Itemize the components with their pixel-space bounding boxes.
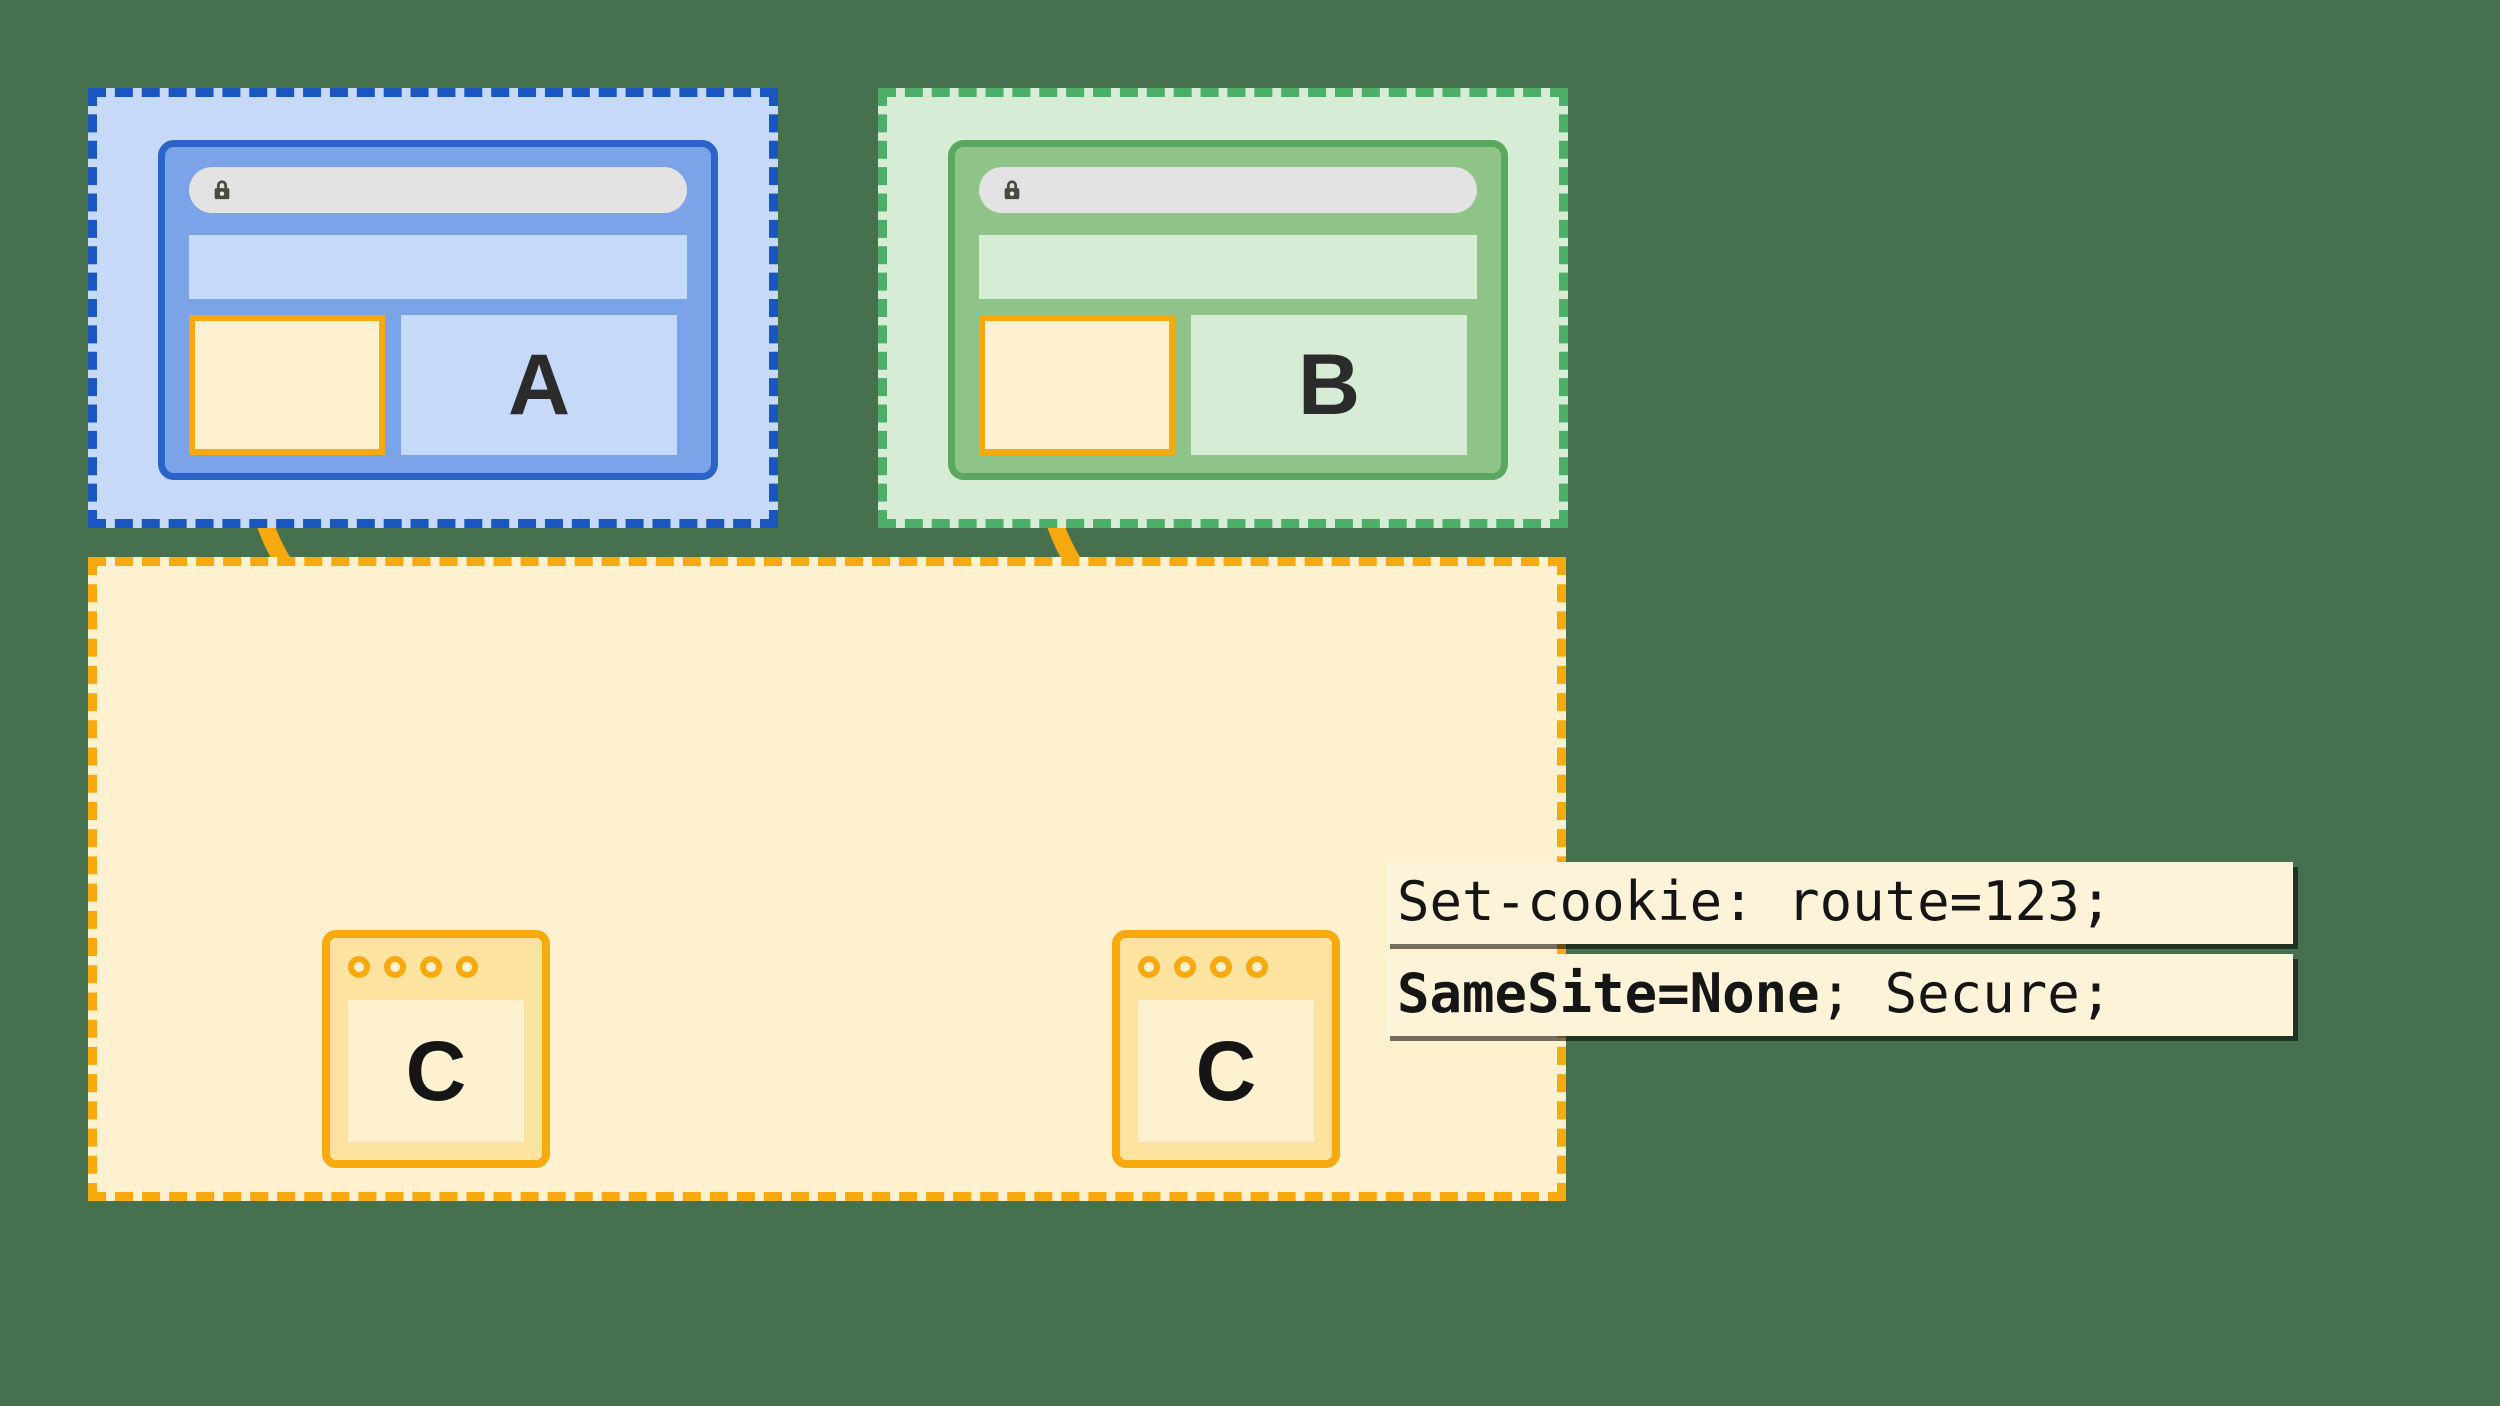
context-box-c [88,557,1566,1201]
set-cookie-line-2: SameSite=None; Secure; [1385,954,2293,1037]
window-dot [384,956,406,978]
window-dot [1174,956,1196,978]
content-strip-a [189,235,687,299]
address-bar-a[interactable] [189,167,687,213]
window-dot [1138,956,1160,978]
secure-token: ; Secure; [1819,962,2113,1026]
window-dots-left [348,956,478,978]
window-dot [1210,956,1232,978]
embedded-frame-a [189,315,385,455]
lock-icon [1004,180,1020,200]
server-box-c-right[interactable]: C [1112,930,1340,1168]
site-label-a: A [507,337,571,433]
content-strip-b [979,235,1477,299]
server-label-c-right: C [1195,1024,1257,1118]
server-label-c-left: C [405,1024,467,1118]
window-dot [1246,956,1268,978]
server-screen-right [1138,1000,1314,1142]
server-screen-left [348,1000,524,1142]
set-cookie-annotation: Set-cookie: route=123; SameSite=None; Se… [1385,862,2293,1037]
window-dot [456,956,478,978]
site-label-b: B [1297,337,1361,433]
browser-window-a[interactable]: A [158,140,718,480]
set-cookie-line-1: Set-cookie: route=123; [1385,862,2293,945]
lock-icon [214,180,230,200]
embedded-frame-b [979,315,1175,455]
samesite-none-token: SameSite=None [1397,962,1820,1026]
server-box-c-left[interactable]: C [322,930,550,1168]
window-dot [348,956,370,978]
address-bar-b[interactable] [979,167,1477,213]
window-dots-right [1138,956,1268,978]
site-panel-a: A [401,315,677,455]
browser-window-b[interactable]: B [948,140,1508,480]
site-panel-b: B [1191,315,1467,455]
window-dot [420,956,442,978]
